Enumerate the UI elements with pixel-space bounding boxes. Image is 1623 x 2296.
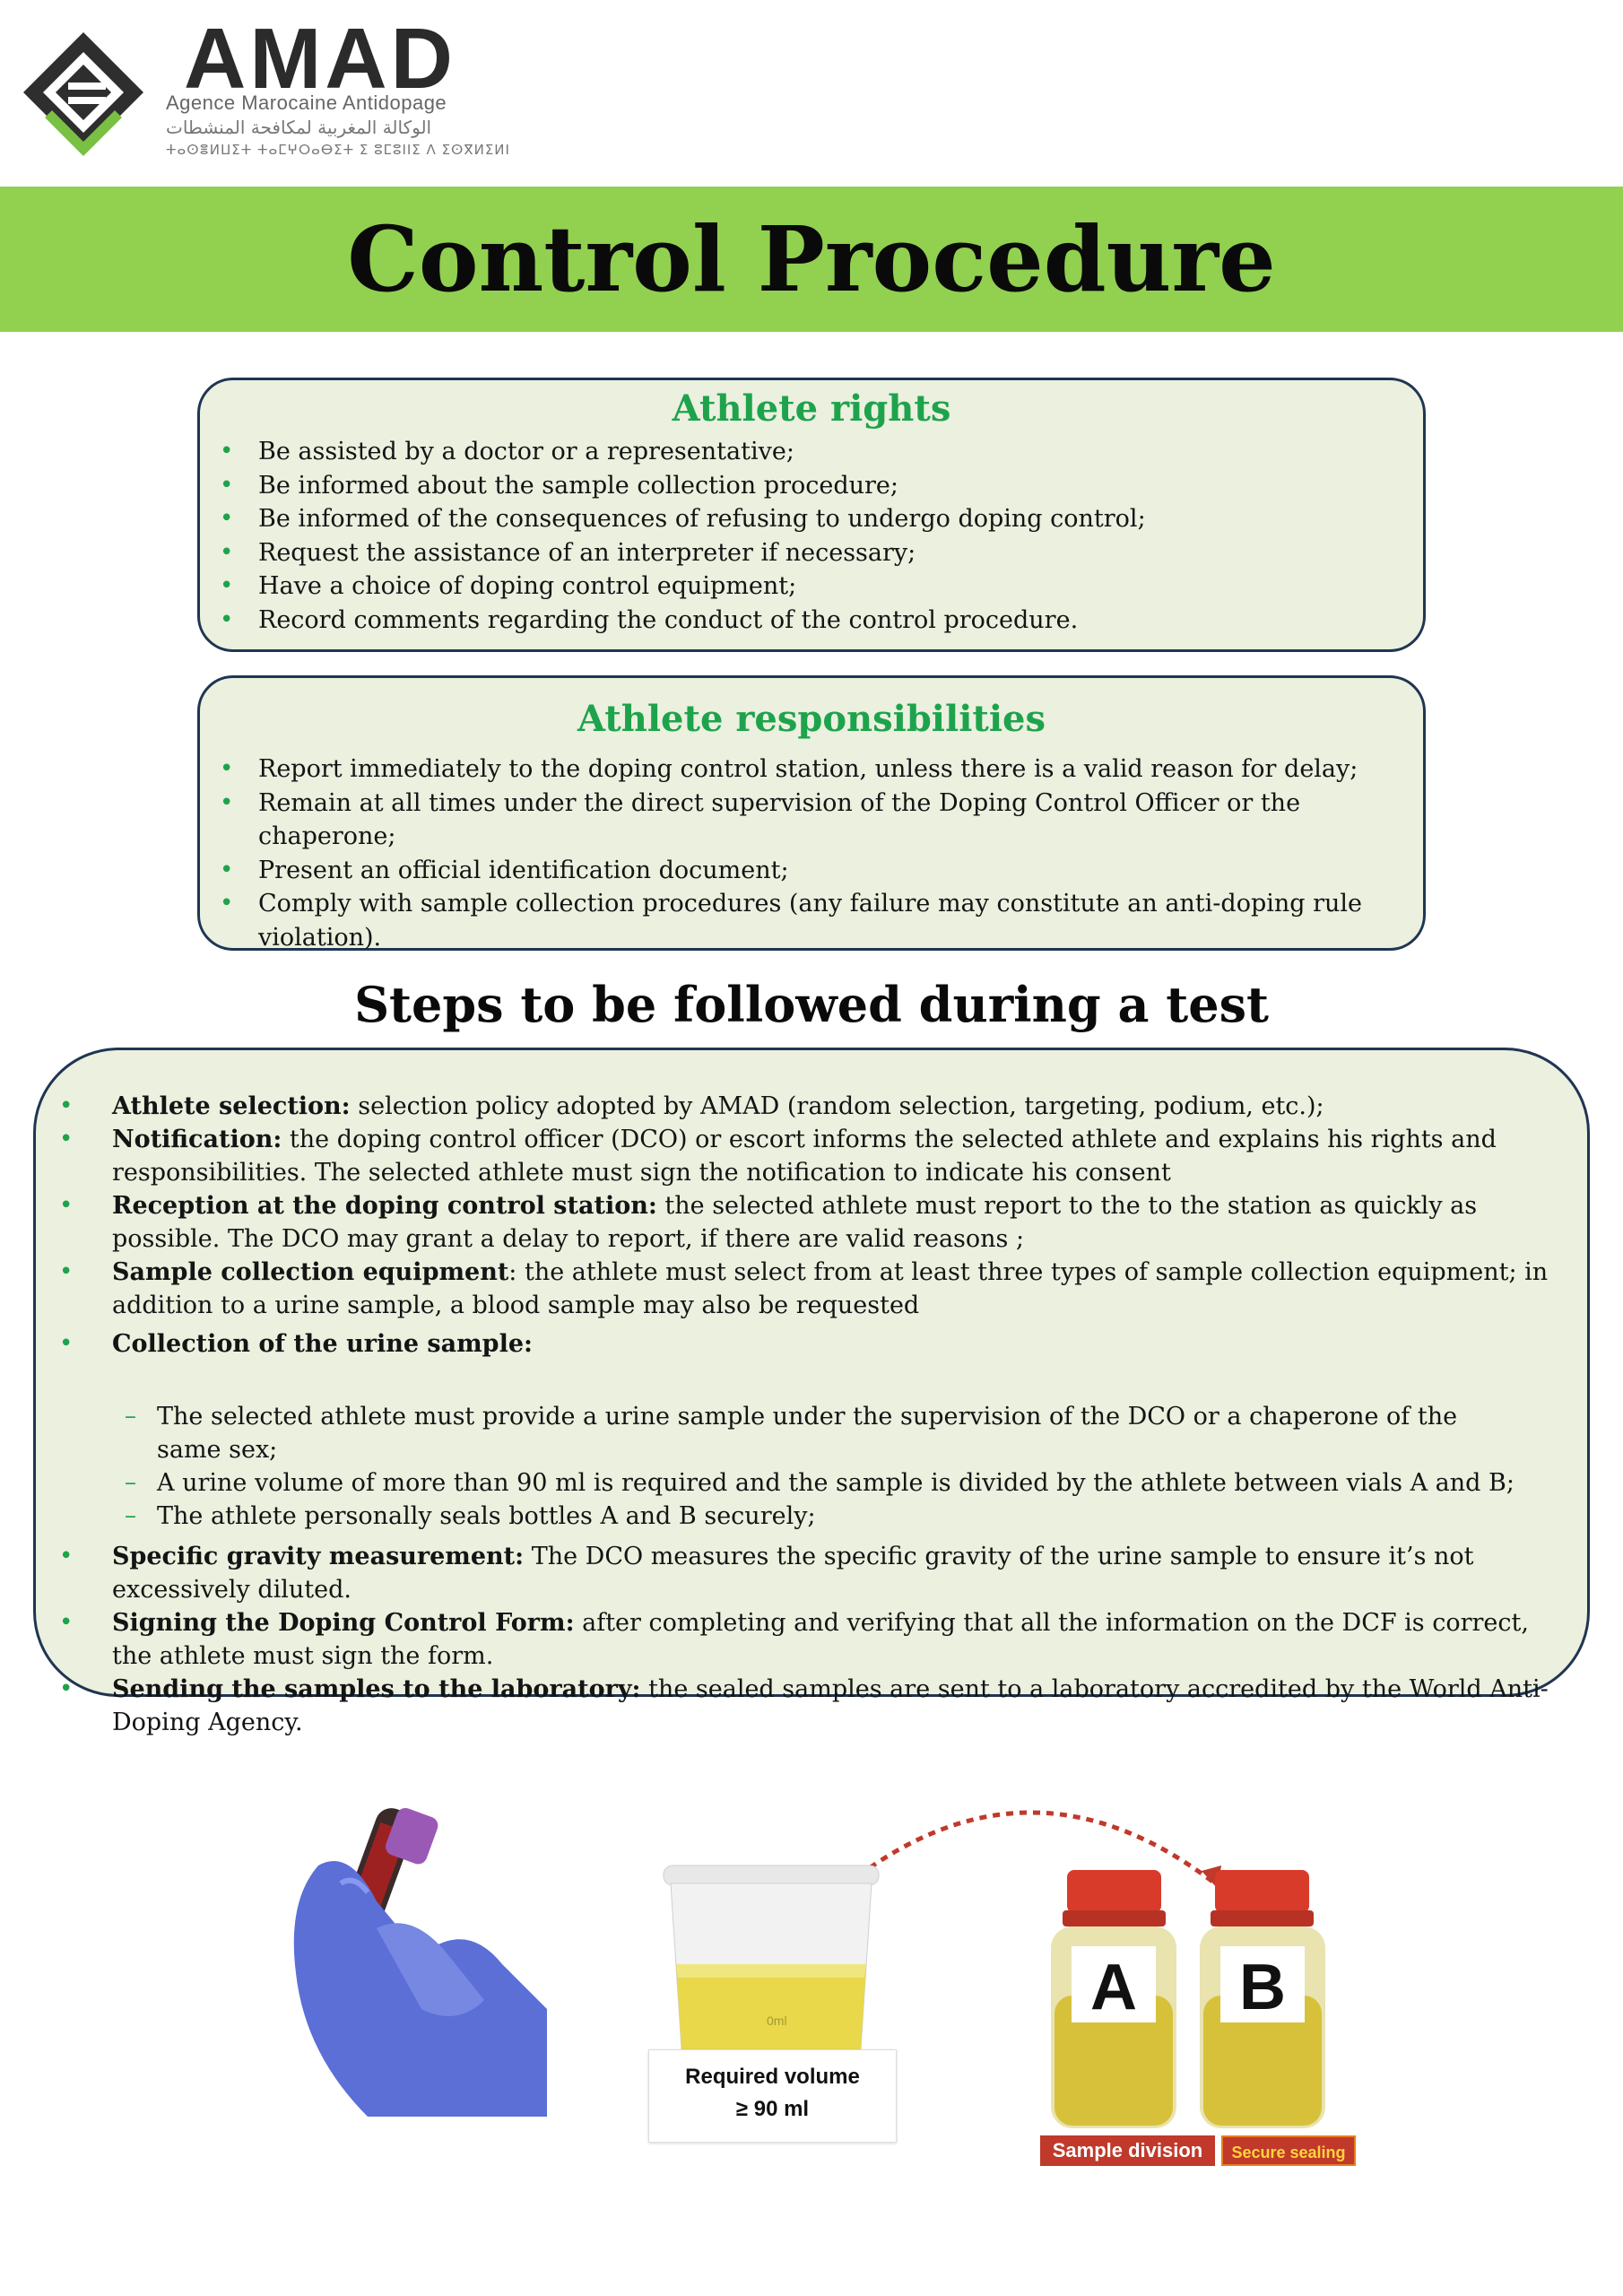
list-item: Present an official identification docum…	[200, 854, 1423, 888]
step-item: Notification: the doping control officer…	[36, 1123, 1551, 1189]
athlete-rights-box: Athlete rights Be assisted by a doctor o…	[197, 378, 1426, 652]
list-item: Be informed about the sample collection …	[200, 469, 1423, 503]
step-text: the doping control officer (DCO) or esco…	[112, 1126, 1497, 1187]
steps-box: Athlete selection: selection policy adop…	[33, 1048, 1590, 1736]
steps-heading: Steps to be followed during a test	[354, 976, 1269, 1033]
amad-logo-icon	[23, 32, 143, 156]
logo-subtitle: Agence Marocaine Antidopage	[166, 91, 447, 114]
sample-illustration: 0ml A B	[293, 1807, 1325, 2128]
step-term: Signing the Doping Control Form:	[112, 1609, 575, 1637]
list-item: Record comments regarding the conduct of…	[200, 604, 1423, 638]
bottle-a-label: A	[1090, 1952, 1137, 2023]
list-item: Request the assistance of an interpreter…	[200, 536, 1423, 570]
sub-list-item: A urine volume of more than 90 ml is req…	[112, 1466, 1515, 1500]
step-item: Specific gravity measurement: The DCO me…	[36, 1540, 1551, 1606]
list-item: Report immediately to the doping control…	[200, 752, 1423, 787]
sub-list-item: The athlete personally seals bottles A a…	[112, 1500, 1515, 1533]
step-term: Collection of the urine sample:	[112, 1330, 533, 1358]
rights-heading: Athlete rights	[672, 387, 951, 430]
bottle-b-label: B	[1239, 1952, 1286, 2023]
cup-mark: 0ml	[767, 2013, 787, 2028]
list-item: Be informed of the consequences of refus…	[200, 502, 1423, 536]
step-term: Specific gravity measurement:	[112, 1543, 525, 1570]
list-item: Remain at all times under the direct sup…	[200, 787, 1423, 854]
step-text: after completing and verifying that all …	[112, 1609, 1529, 1670]
athlete-responsibilities-box: Athlete responsibilities Report immediat…	[197, 675, 1426, 954]
step-term: Reception at the doping control station:	[112, 1192, 657, 1220]
step-item: Signing the Doping Control Form: after c…	[36, 1606, 1551, 1673]
bottle-a-image: A	[1051, 1870, 1176, 2128]
logo-arabic: الوكالة المغربية لمكافحة المنشطات	[166, 117, 432, 138]
step-item: Collection of the urine sample: The sele…	[36, 1327, 1551, 1533]
required-volume-line2: ≥ 90 ml	[735, 2097, 810, 2121]
list-item: Have a choice of doping control equipmen…	[200, 570, 1423, 604]
list-item: Be assisted by a doctor or a representat…	[200, 435, 1423, 469]
required-volume-line1: Required volume	[685, 2065, 860, 2089]
blood-tube-image	[293, 1807, 547, 2117]
step-term: Sample collection equipment	[112, 1258, 509, 1286]
step-item: Sample collection equipment: the athlete…	[36, 1256, 1551, 1322]
page-title: Control Procedure	[347, 206, 1276, 312]
step-text: : the athlete must select from at least …	[112, 1258, 1549, 1319]
secure-sealing-label: Secure sealing	[1221, 2135, 1356, 2166]
rights-list: Be assisted by a doctor or a representat…	[200, 435, 1423, 637]
logo-wordmark: AMAD	[184, 11, 456, 107]
sub-list-item: The selected athlete must provide a urin…	[112, 1400, 1515, 1466]
step-item: Athlete selection: selection policy adop…	[36, 1090, 1551, 1123]
step-text: selection policy adopted by AMAD (random…	[350, 1092, 1324, 1120]
step-text: The DCO measures the specific gravity of…	[112, 1543, 1474, 1604]
steps-list: Athlete selection: selection policy adop…	[36, 1090, 1587, 1739]
title-band: Control Procedure	[0, 187, 1623, 332]
responsibilities-heading: Athlete responsibilities	[577, 698, 1046, 740]
list-item: Comply with sample collection procedures…	[200, 887, 1423, 954]
step-text: the sealed samples are sent to a laborat…	[112, 1675, 1549, 1736]
bottle-b-image: B	[1200, 1870, 1325, 2128]
step-item: Sending the samples to the laboratory: t…	[36, 1673, 1551, 1739]
responsibilities-list: Report immediately to the doping control…	[200, 752, 1423, 954]
urine-cup-image: 0ml	[663, 1865, 880, 2050]
sample-division-label: Sample division	[1040, 2135, 1215, 2166]
required-volume-caption: Required volume ≥ 90 ml	[648, 2049, 897, 2143]
step-term: Sending the samples to the laboratory:	[112, 1675, 641, 1703]
step-item: Reception at the doping control station:…	[36, 1189, 1551, 1256]
step-term: Athlete selection:	[112, 1092, 351, 1120]
logo-tifinagh: ⵜⴰⵙⴻⵍⵡⵉⵜ ⵜⴰⵎⵖⵔⴰⴱⵉⵜ ⵉ ⵓⵎⵓⵏⵏⵉ ⴷ ⵉⵙⴳⵍⵉⵍⵏ	[166, 142, 510, 158]
urine-sublist: The selected athlete must provide a urin…	[112, 1400, 1551, 1533]
step-text: the selected athlete must report to the …	[112, 1192, 1478, 1253]
step-term: Notification:	[112, 1126, 282, 1153]
